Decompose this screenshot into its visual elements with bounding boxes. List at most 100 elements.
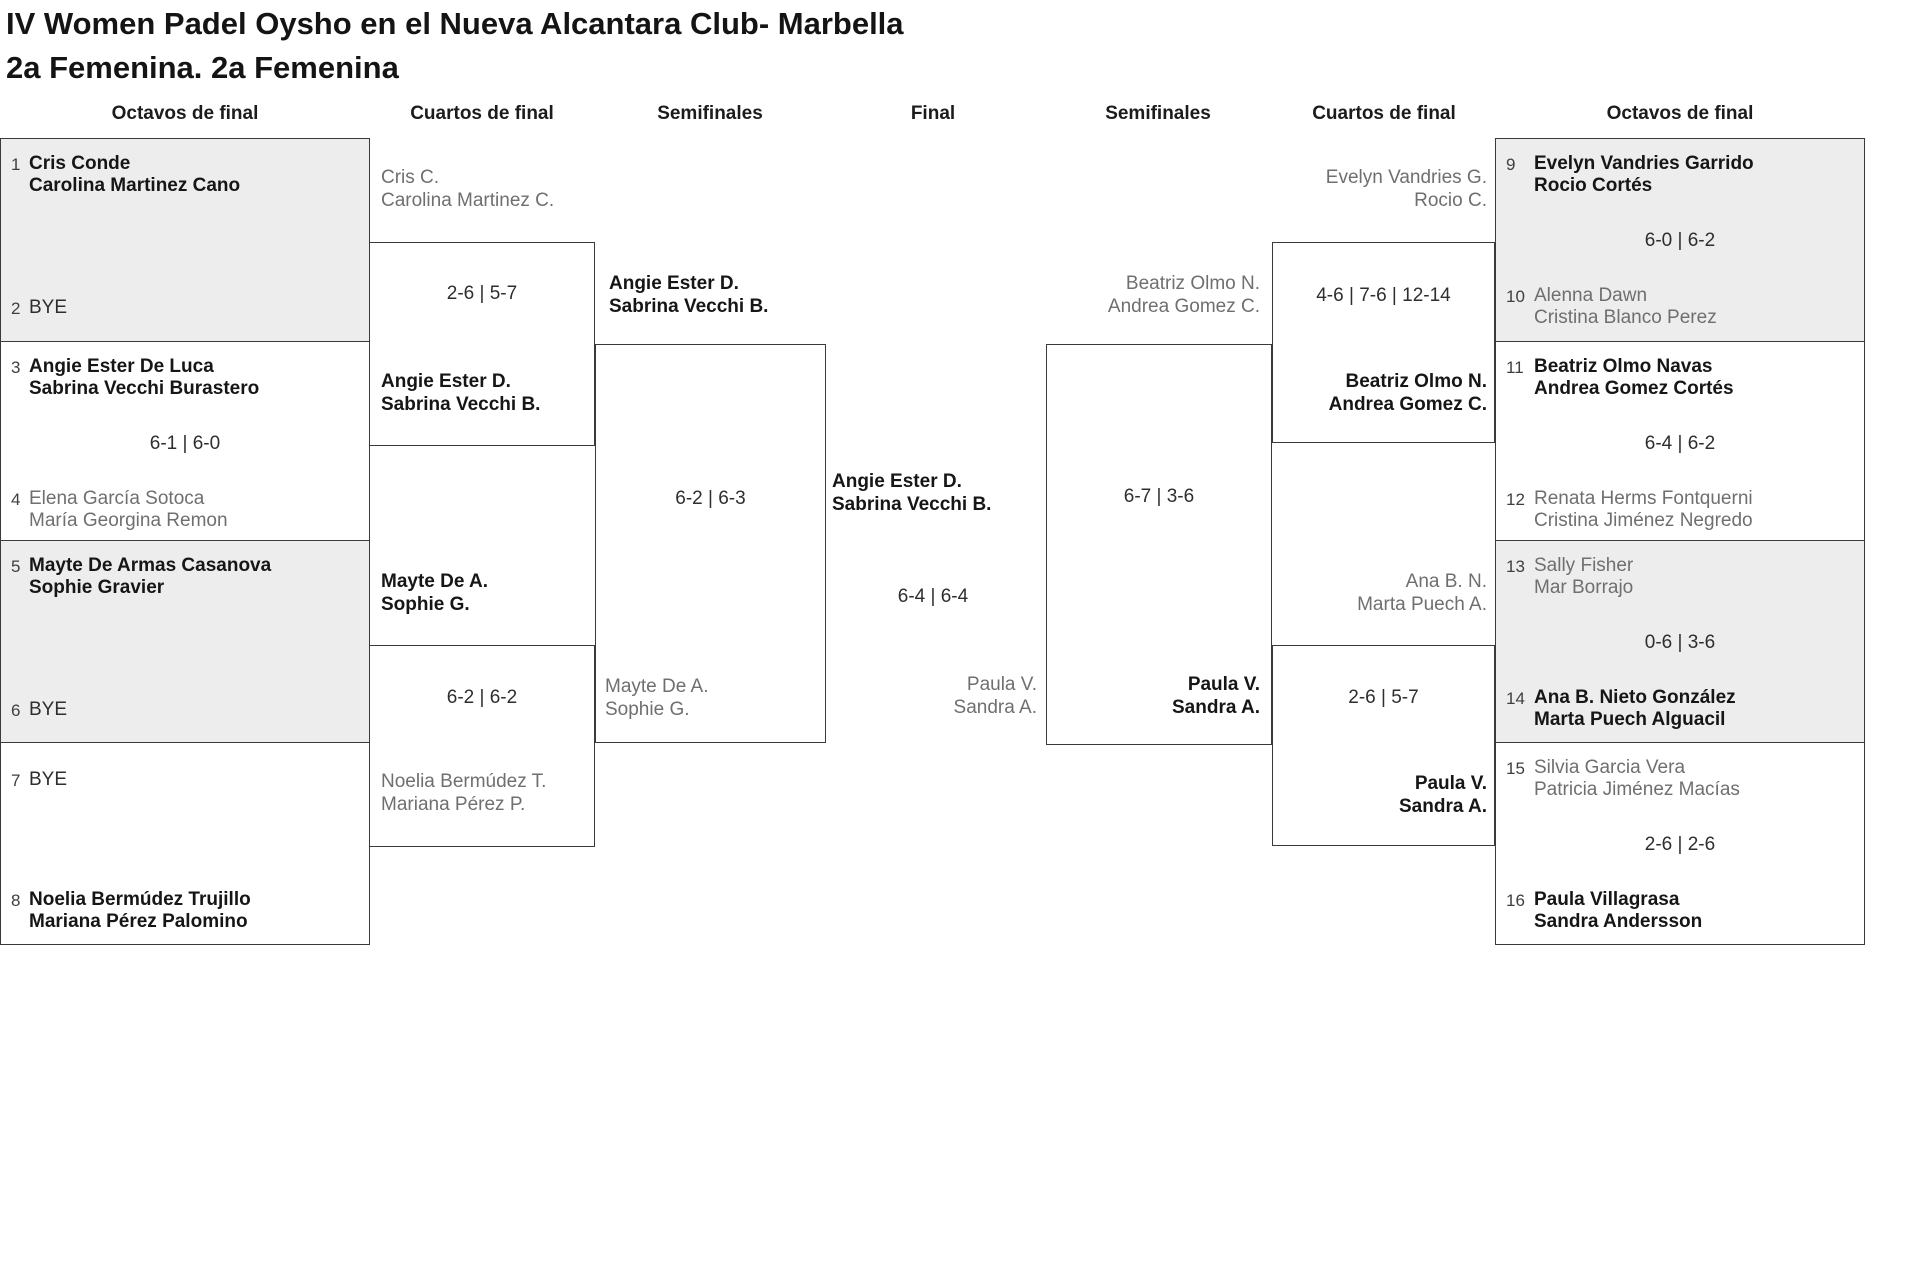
team-entry[interactable]: Evelyn Vandries G. Rocio C.	[1272, 166, 1487, 212]
player-name[interactable]: Sabrina Vecchi B.	[609, 296, 769, 317]
player-name[interactable]: Mariana Pérez Palomino	[29, 911, 248, 932]
player-name[interactable]: Noelia Bermúdez T.	[381, 771, 547, 792]
match-box-9-10: 9 Evelyn Vandries Garrido Rocio Cortés 6…	[1495, 138, 1865, 342]
player-name[interactable]: Sabrina Vecchi B.	[381, 394, 541, 415]
player-name[interactable]: Sandra Andersson	[1534, 911, 1703, 932]
team-entry[interactable]: Angie Ester De Luca Sabrina Vecchi Buras…	[29, 356, 259, 400]
player-name[interactable]: Mayte De A.	[605, 676, 709, 697]
player-name[interactable]: Andrea Gomez Cortés	[1534, 378, 1734, 399]
team-entry[interactable]: Paula Villagrasa Sandra Andersson	[1534, 889, 1702, 933]
team-entry[interactable]: Beatriz Olmo N. Andrea Gomez C.	[1272, 370, 1487, 416]
player-name[interactable]: Renata Herms Fontquerni	[1534, 488, 1753, 509]
player-name[interactable]: Andrea Gomez C.	[1328, 394, 1487, 415]
player-name[interactable]: Evelyn Vandries Garrido	[1534, 153, 1754, 174]
team-entry[interactable]: Silvia Garcia Vera Patricia Jiménez Mací…	[1534, 757, 1740, 801]
team-entry[interactable]: Evelyn Vandries Garrido Rocio Cortés	[1534, 153, 1754, 197]
team-entry[interactable]: Paula V. Sandra A.	[1272, 772, 1487, 818]
player-name[interactable]: Angie Ester D.	[381, 371, 511, 392]
player-name[interactable]: Mayte De A.	[381, 571, 488, 592]
team-entry[interactable]: Mayte De A. Sophie G.	[605, 675, 709, 721]
player-name[interactable]: Evelyn Vandries G.	[1325, 167, 1487, 188]
player-name[interactable]: Sophie Gravier	[29, 577, 165, 598]
player-name: BYE	[29, 769, 68, 790]
team-entry[interactable]: Cris Conde Carolina Martinez Cano	[29, 153, 240, 197]
player-name[interactable]: Marta Puech Alguacil	[1534, 709, 1726, 730]
player-name[interactable]: Rocio C.	[1414, 190, 1487, 211]
seed-number: 2	[11, 299, 21, 318]
team-entry[interactable]: Paula V. Sandra A.	[1046, 673, 1260, 719]
player-name[interactable]: Patricia Jiménez Macías	[1534, 779, 1740, 800]
team-row: 8 Noelia Bermúdez Trujillo Mariana Pérez…	[1, 889, 369, 933]
player-name[interactable]: Sandra A.	[1172, 697, 1260, 718]
team-entry[interactable]: Mayte De A. Sophie G.	[381, 570, 488, 616]
player-name[interactable]: Paula V.	[1414, 773, 1487, 794]
team-entry[interactable]: Beatriz Olmo Navas Andrea Gomez Cortés	[1534, 356, 1734, 400]
team-entry[interactable]: Angie Ester D. Sabrina Vecchi B.	[609, 272, 768, 318]
match-score: 6-1 | 6-0	[149, 433, 221, 454]
player-name[interactable]: Silvia Garcia Vera	[1534, 757, 1686, 778]
team-entry[interactable]: Paula V. Sandra A.	[823, 673, 1037, 719]
team-entry[interactable]: Noelia Bermúdez T. Mariana Pérez P.	[381, 770, 546, 816]
player-name[interactable]: Mariana Pérez P.	[381, 794, 526, 815]
player-name[interactable]: Sandra A.	[953, 697, 1037, 718]
player-name[interactable]: Cris Conde	[29, 153, 131, 174]
player-name[interactable]: Angie Ester De Luca	[29, 356, 214, 377]
player-name[interactable]: Sabrina Vecchi Burastero	[29, 378, 260, 399]
player-name[interactable]: Paula V.	[966, 674, 1037, 695]
player-name[interactable]: Sally Fisher	[1534, 555, 1634, 576]
player-name[interactable]: Noelia Bermúdez Trujillo	[29, 889, 251, 910]
match-score: 6-0 | 6-2	[1644, 230, 1716, 251]
team-row: 5 Mayte De Armas Casanova Sophie Gravier	[1, 555, 369, 599]
team-entry[interactable]: Beatriz Olmo N. Andrea Gomez C.	[1046, 272, 1260, 318]
team-entry: BYE	[29, 297, 67, 319]
player-name[interactable]: Marta Puech A.	[1357, 594, 1487, 615]
match-score: 0-6 | 3-6	[1644, 632, 1716, 653]
player-name[interactable]: Elena García Sotoca	[29, 488, 205, 509]
team-entry[interactable]: Renata Herms Fontquerni Cristina Jiménez…	[1534, 488, 1753, 532]
player-name[interactable]: Sabrina Vecchi B.	[832, 494, 992, 515]
player-name[interactable]: Mar Borrajo	[1534, 577, 1634, 598]
team-entry[interactable]: Cris C. Carolina Martinez C.	[381, 166, 554, 212]
player-name[interactable]: Ana B. N.	[1405, 571, 1487, 592]
team-row: 10 Alenna Dawn Cristina Blanco Perez	[1496, 285, 1864, 329]
team-entry[interactable]: Sally Fisher Mar Borrajo	[1534, 555, 1633, 599]
player-name[interactable]: Angie Ester D.	[609, 273, 739, 294]
player-name[interactable]: Sophie G.	[381, 594, 470, 615]
player-name[interactable]: Beatriz Olmo N.	[1345, 371, 1487, 392]
team-entry[interactable]: Elena García Sotoca María Georgina Remon	[29, 488, 228, 532]
player-name[interactable]: Paula Villagrasa	[1534, 889, 1680, 910]
team-entry[interactable]: Mayte De Armas Casanova Sophie Gravier	[29, 555, 271, 599]
player-name[interactable]: Rocio Cortés	[1534, 175, 1653, 196]
team-entry[interactable]: Ana B. Nieto González Marta Puech Alguac…	[1534, 687, 1736, 731]
round-header-cuartos-right: Cuartos de final	[1312, 103, 1456, 124]
team-entry[interactable]: Noelia Bermúdez Trujillo Mariana Pérez P…	[29, 889, 251, 933]
player-name[interactable]: Andrea Gomez C.	[1107, 296, 1260, 317]
player-name[interactable]: Sandra A.	[1399, 796, 1487, 817]
team-row: 1 Cris Conde Carolina Martinez Cano	[1, 153, 369, 197]
player-name[interactable]: Paula V.	[1187, 674, 1260, 695]
player-name[interactable]: Carolina Martinez C.	[381, 190, 555, 211]
player-name[interactable]: Beatriz Olmo Navas	[1534, 356, 1713, 377]
player-name[interactable]: Cristina Jiménez Negredo	[1534, 510, 1753, 531]
player-name[interactable]: Angie Ester D.	[832, 471, 962, 492]
match-score: 6-4 | 6-4	[897, 586, 969, 607]
team-row: 2 BYE	[1, 297, 369, 320]
player-name[interactable]: María Georgina Remon	[29, 510, 228, 531]
player-name[interactable]: Mayte De Armas Casanova	[29, 555, 272, 576]
player-name[interactable]: Ana B. Nieto González	[1534, 687, 1736, 708]
team-entry[interactable]: Angie Ester D. Sabrina Vecchi B.	[832, 470, 991, 516]
qf3-connector-box	[1272, 242, 1495, 443]
player-name[interactable]: Alenna Dawn	[1534, 285, 1648, 306]
player-name[interactable]: Cris C.	[381, 167, 440, 188]
player-name[interactable]: Sophie G.	[605, 699, 690, 720]
team-entry[interactable]: Alenna Dawn Cristina Blanco Perez	[1534, 285, 1717, 329]
match-score: 2-6 | 5-7	[446, 283, 518, 304]
player-name[interactable]: Beatriz Olmo N.	[1125, 273, 1260, 294]
team-entry: BYE	[29, 769, 67, 791]
team-entry[interactable]: Angie Ester D. Sabrina Vecchi B.	[381, 370, 540, 416]
player-name: BYE	[29, 699, 68, 720]
player-name[interactable]: Carolina Martinez Cano	[29, 175, 241, 196]
team-entry[interactable]: Ana B. N. Marta Puech A.	[1272, 570, 1487, 616]
qf2-connector-box	[369, 645, 595, 847]
player-name[interactable]: Cristina Blanco Perez	[1534, 307, 1717, 328]
